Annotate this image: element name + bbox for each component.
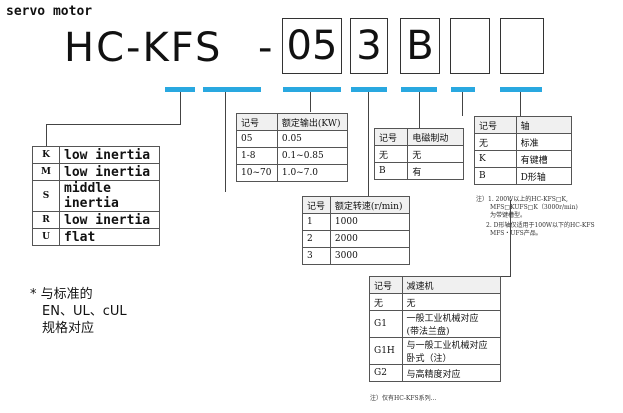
table-cell: 0.1~0.85	[276, 147, 349, 165]
inertia-label: low inertia	[59, 163, 160, 181]
model-prefix: HC-KFS	[64, 25, 223, 71]
connector	[419, 92, 420, 128]
table-cell: K	[474, 150, 517, 168]
footnote-line: 2. D形轴仅适用于100W以下的HC-KFS	[486, 222, 595, 229]
inertia-label: middle inertia	[59, 180, 160, 212]
table-cell: 无	[407, 145, 464, 163]
model-box-speed: 3	[350, 18, 388, 74]
model-box-shaft	[450, 18, 490, 74]
model-dash: -	[258, 25, 275, 71]
table-cell: 1.0~7.0	[276, 164, 349, 182]
table-cell: 一般工业机械对应 (带法兰盘)	[401, 310, 502, 338]
connector	[462, 92, 463, 116]
connector	[46, 124, 181, 125]
inertia-label: low inertia	[59, 211, 160, 229]
table-cell: 有键槽	[515, 150, 573, 168]
bar-shaft	[451, 87, 475, 92]
table-header: 电磁制动	[407, 128, 464, 146]
footnote-line: MFS・UFS产品。	[490, 230, 542, 237]
bar-reducer	[500, 87, 542, 92]
note-line: EN、UL、cUL	[42, 304, 127, 319]
connector	[520, 92, 521, 116]
table-header: 记号	[373, 128, 409, 146]
table-cell: G1	[369, 310, 403, 338]
model-box-reducer	[500, 18, 544, 74]
inertia-label: flat	[59, 228, 160, 246]
table-cell: 无	[373, 145, 409, 163]
table-cell: D形轴	[515, 167, 573, 185]
connector	[510, 200, 511, 276]
inertia-code: M	[32, 163, 60, 181]
table-cell: 有	[407, 162, 464, 180]
connector	[310, 92, 311, 112]
table-cell: G1H	[369, 337, 403, 365]
table-cell: 2	[302, 230, 331, 248]
table-cell: 3	[302, 247, 331, 265]
footnote-line: MFS□KUFS□K（3000r/min)	[490, 204, 578, 211]
table-cell: 2000	[329, 230, 411, 248]
footnote-line: 注）1. 200W以上的HC-KFS□K,	[476, 196, 568, 203]
connector	[46, 124, 47, 146]
inertia-label: low inertia	[59, 146, 160, 164]
bar-speed	[351, 87, 387, 92]
table-cell: 10~70	[236, 164, 278, 182]
table-cell: 无	[369, 293, 403, 311]
table-cell: 与高精度对应	[401, 364, 502, 382]
bottom-footnote: 注）仅有HC-KFS系列...	[370, 395, 437, 402]
note-line: 规格对应	[42, 321, 95, 336]
table-header: 额定输出(KW)	[276, 113, 349, 131]
connector	[225, 92, 226, 192]
table-header: 记号	[474, 116, 517, 134]
inertia-code: U	[32, 228, 60, 246]
table-cell: 0.05	[276, 130, 349, 148]
table-cell: 与一般工业机械对应 卧式（注）	[401, 337, 502, 365]
note-line: 与标准的	[40, 287, 93, 302]
connector	[368, 92, 369, 196]
connector	[180, 92, 181, 124]
bar-inertia	[203, 87, 261, 92]
footnote-line: 为带键槽型。	[490, 212, 527, 219]
footnotes: 注）1. 200W以上的HC-KFS□K, MFS□KUFS□K（3000r/m…	[476, 196, 616, 238]
table-cell: 1-8	[236, 147, 278, 165]
table-cell: 1	[302, 213, 331, 231]
table-cell: G2	[369, 364, 403, 382]
table-header: 额定转速(r/min)	[329, 196, 411, 214]
table-cell: 3000	[329, 247, 411, 265]
table-header: 减速机	[401, 276, 502, 294]
note-star: *	[30, 287, 37, 302]
table-cell: B	[373, 162, 409, 180]
model-box-output: 05	[282, 18, 342, 74]
inertia-code: S	[32, 180, 60, 212]
table-cell: 无	[474, 133, 517, 151]
table-header: 记号	[302, 196, 331, 214]
table-cell: 标准	[515, 133, 573, 151]
table-cell: 05	[236, 130, 278, 148]
inertia-code: K	[32, 146, 60, 164]
table-header: 记号	[236, 113, 278, 131]
standards-note: * 与标准的 EN、UL、cUL 规格对应	[30, 286, 127, 337]
bar-series	[165, 87, 195, 92]
bar-brake	[401, 87, 437, 92]
table-header: 轴	[515, 116, 573, 134]
table-header: 记号	[369, 276, 403, 294]
caption: servo motor	[6, 4, 93, 19]
model-box-brake: B	[400, 18, 440, 74]
table-cell: 1000	[329, 213, 411, 231]
inertia-code: R	[32, 211, 60, 229]
table-cell: B	[474, 167, 517, 185]
table-cell: 无	[401, 293, 502, 311]
bar-output	[283, 87, 341, 92]
